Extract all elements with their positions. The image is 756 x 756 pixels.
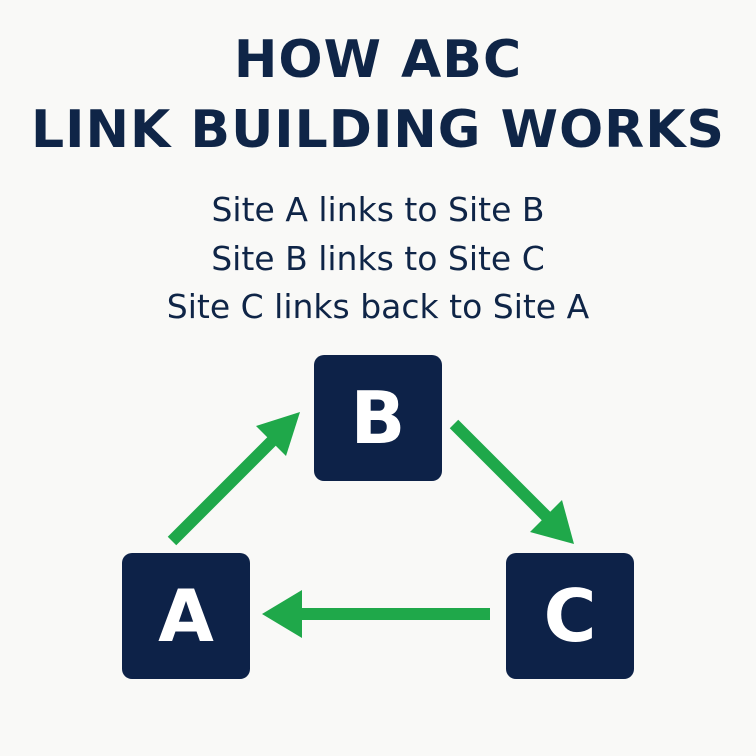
diagram-title-line-1: HOW ABC	[233, 30, 523, 90]
site-b-node: B	[314, 355, 442, 481]
description-line-c-to-a: Site C links back to Site A	[166, 287, 590, 326]
arrow-a-to-b	[167, 412, 300, 546]
description-line-b-to-c: Site B links to Site C	[211, 239, 545, 278]
arrow-b-to-c	[449, 419, 574, 544]
site-c-node: C	[506, 553, 634, 679]
site-c-label: C	[543, 574, 597, 658]
site-a-node: A	[122, 553, 250, 679]
site-b-label: B	[350, 376, 406, 460]
diagram-title-line-2: LINK BUILDING WORKS	[31, 100, 725, 160]
arrow-c-to-a	[262, 590, 490, 638]
description-line-a-to-b: Site A links to Site B	[211, 190, 545, 229]
site-a-label: A	[158, 574, 214, 658]
